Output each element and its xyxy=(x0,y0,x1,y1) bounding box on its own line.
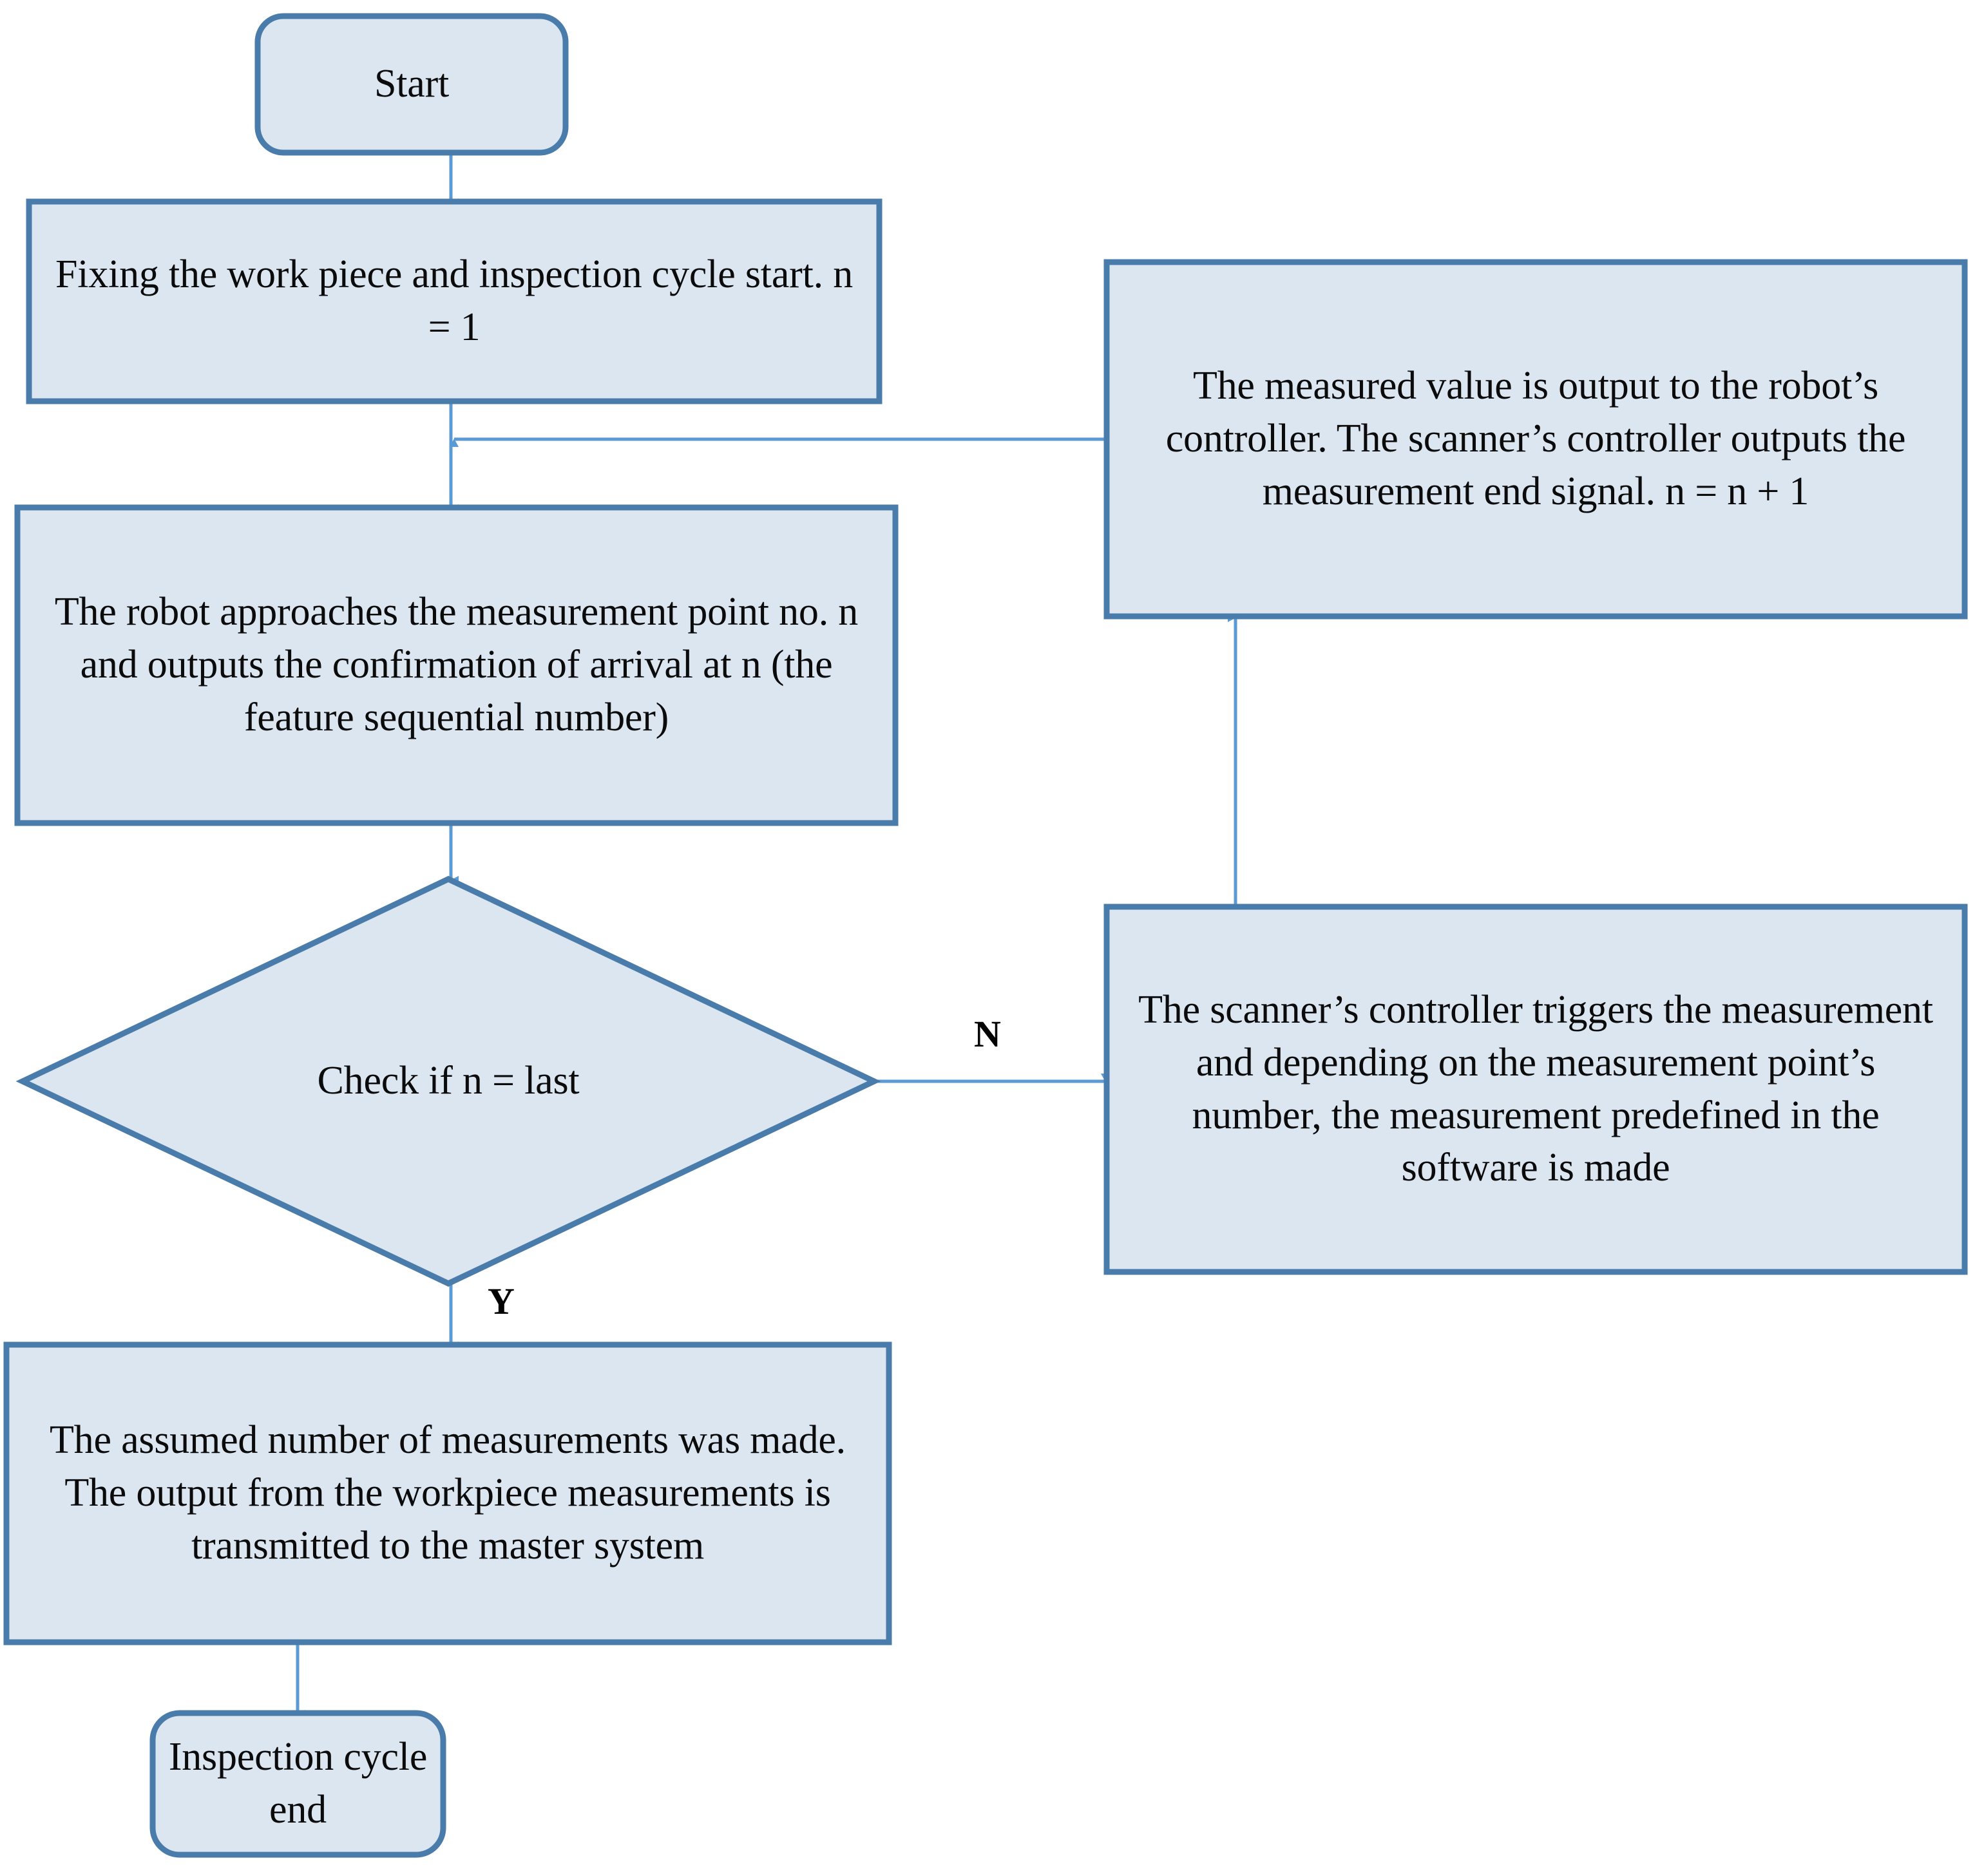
node-robot-approach[interactable] xyxy=(14,504,899,826)
node-assumed-number[interactable] xyxy=(3,1341,892,1645)
edge-label-n: N xyxy=(974,1013,1001,1055)
node-check-last[interactable] xyxy=(15,876,881,1287)
node-fixing[interactable] xyxy=(26,198,883,404)
node-cycle-end[interactable] xyxy=(149,1710,446,1858)
node-measured-output[interactable] xyxy=(1103,259,1968,620)
connectors xyxy=(296,153,1237,1719)
node-scanner-trigger[interactable] xyxy=(1103,904,1968,1275)
node-start[interactable] xyxy=(254,13,569,156)
edge-label-y: Y xyxy=(488,1280,515,1322)
